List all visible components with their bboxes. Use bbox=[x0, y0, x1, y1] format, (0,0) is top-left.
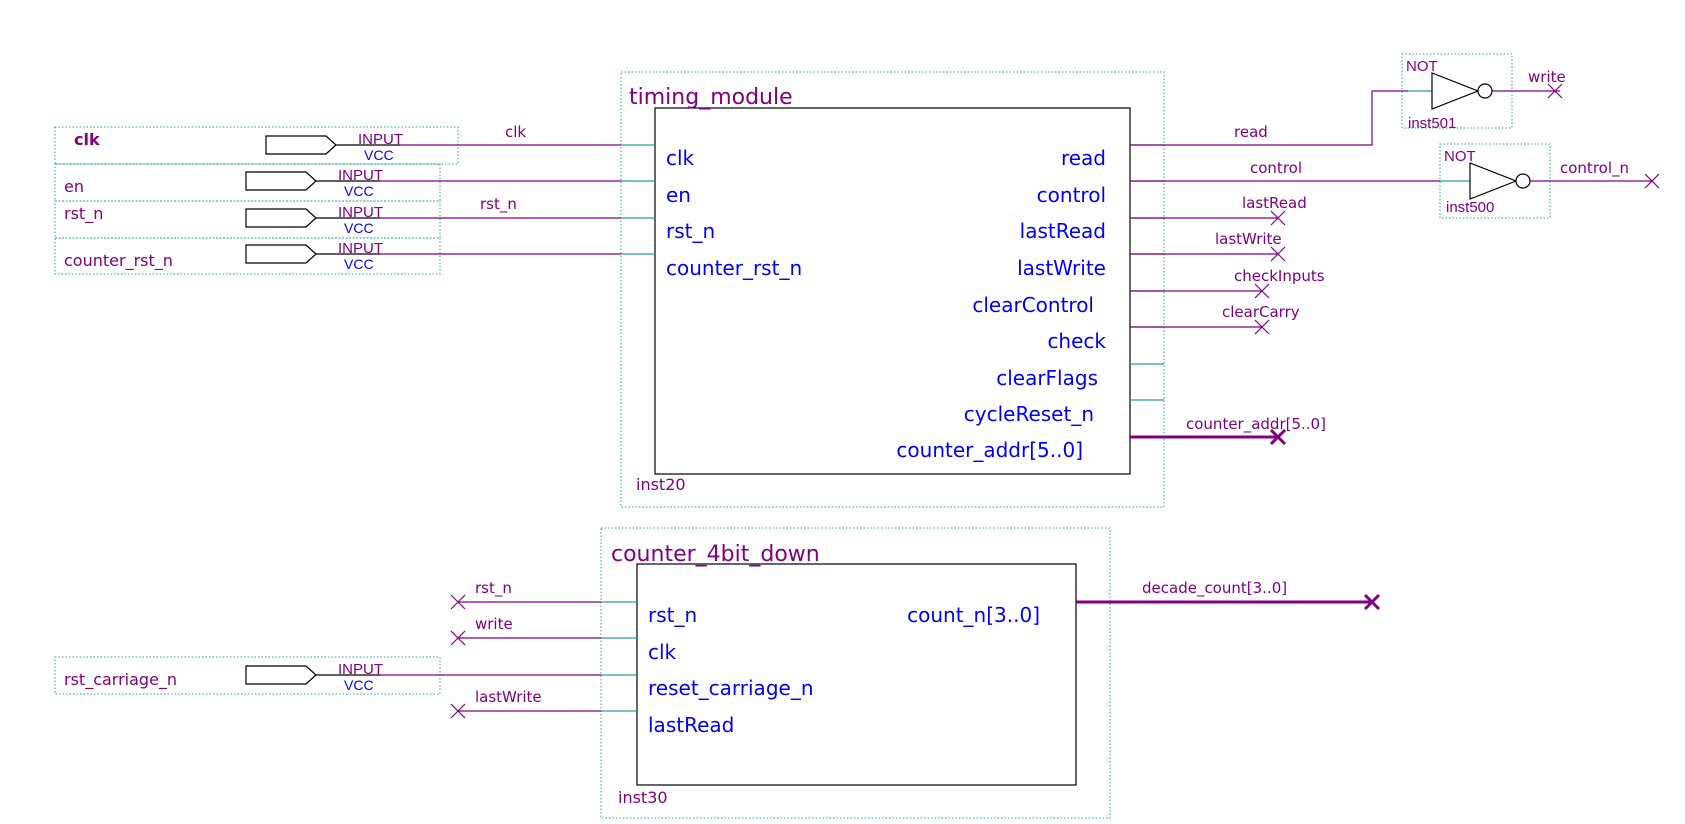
not-gate-inst500[interactable]: NOT inst500 bbox=[1439, 143, 1551, 219]
not-inst501-type: NOT bbox=[1406, 58, 1438, 75]
timing-module-instance-label: inst20 bbox=[636, 475, 686, 494]
pin-rst-carriage-n-default: VCC bbox=[344, 677, 374, 693]
timing-module-frame bbox=[620, 71, 1165, 508]
tm-port-en: en bbox=[666, 183, 691, 207]
timing-module-title: timing_module bbox=[629, 85, 793, 110]
input-pin-en[interactable]: en INPUT VCC bbox=[54, 163, 441, 202]
pin-rst-carriage-n-label: rst_carriage_n bbox=[64, 670, 177, 690]
tm-port-clk: clk bbox=[666, 146, 695, 170]
net-label-counter-rst-n: rst_n bbox=[475, 579, 512, 598]
pin-clk-symbol bbox=[265, 135, 337, 155]
unconnected-counter-addr-icon bbox=[1269, 428, 1287, 446]
counter-body bbox=[636, 563, 1077, 786]
pin-rst-carriage-n-type: INPUT bbox=[338, 661, 383, 678]
net-label-lastwrite: lastWrite bbox=[1215, 230, 1282, 248]
not-inst501-bubble bbox=[1477, 83, 1493, 99]
input-pin-counter-rst-n[interactable]: counter_rst_n INPUT VCC bbox=[54, 237, 441, 275]
pin-clk-label: clk bbox=[74, 130, 100, 149]
counter-instance-label: inst30 bbox=[618, 788, 668, 807]
pin-rst-n-default: VCC bbox=[344, 220, 374, 236]
pin-counter-rst-n-type: INPUT bbox=[338, 240, 383, 257]
unconnected-lastwrite-icon bbox=[1270, 246, 1286, 262]
unconnected-control-n-icon bbox=[1644, 173, 1660, 189]
counter-title: counter_4bit_down bbox=[611, 542, 820, 567]
not-inst500-type: NOT bbox=[1444, 148, 1476, 165]
net-label-counter-addr: counter_addr[5..0] bbox=[1186, 415, 1326, 434]
unconnected-checkinputs-icon bbox=[1254, 283, 1270, 299]
pin-en-type: INPUT bbox=[338, 167, 383, 184]
counter-port-rst-n: rst_n bbox=[648, 603, 697, 627]
net-label-read: read bbox=[1234, 123, 1268, 141]
unconnected-counter-lastwrite-icon bbox=[450, 703, 466, 719]
net-label-checkinputs: checkInputs bbox=[1234, 267, 1325, 285]
pin-clk-type: INPUT bbox=[358, 131, 403, 148]
net-label-clk: clk bbox=[505, 123, 526, 141]
counter-block[interactable]: counter_4bit_down inst30 rst_n clk reset… bbox=[600, 527, 1111, 819]
not-gate-inst501[interactable]: NOT inst501 bbox=[1401, 53, 1513, 132]
tm-port-clearflags: clearFlags bbox=[996, 366, 1098, 390]
tm-port-read: read bbox=[1061, 146, 1106, 170]
tm-port-control: control bbox=[1037, 183, 1106, 207]
pin-counter-rst-n-default: VCC bbox=[344, 256, 374, 272]
net-label-decade-count: decade_count[3..0] bbox=[1142, 579, 1287, 598]
net-label-counter-lastwrite: lastWrite bbox=[475, 688, 542, 706]
unconnected-decade-count-icon bbox=[1363, 593, 1381, 611]
pin-rst-n-symbol bbox=[245, 208, 317, 228]
pin-rst-n-frame bbox=[54, 200, 441, 239]
net-label-control-n: control_n bbox=[1560, 159, 1629, 178]
pin-rst-carriage-n-symbol bbox=[245, 665, 317, 685]
net-label-lastread: lastRead bbox=[1242, 194, 1307, 212]
not-inst501-triangle bbox=[1431, 72, 1480, 110]
unconnected-lastread-icon bbox=[1270, 210, 1286, 226]
not-inst501-instance: inst501 bbox=[1408, 115, 1456, 132]
pin-counter-rst-n-label: counter_rst_n bbox=[64, 251, 173, 271]
tm-port-counter-addr: counter_addr[5..0] bbox=[896, 438, 1083, 462]
tm-port-cyclereset-n: cycleReset_n bbox=[964, 402, 1094, 426]
net-label-clearcarry: clearCarry bbox=[1222, 303, 1300, 321]
not-inst500-bubble bbox=[1515, 173, 1531, 189]
pin-en-default: VCC bbox=[344, 183, 374, 199]
net-label-counter-write: write bbox=[475, 615, 513, 633]
tm-port-lastread: lastRead bbox=[1020, 219, 1106, 243]
tm-port-counter-rst-n: counter_rst_n bbox=[666, 256, 802, 280]
unconnected-clearcarry-icon bbox=[1254, 319, 1270, 335]
unconnected-write-icon bbox=[1547, 83, 1563, 99]
counter-port-reset-carriage-n: reset_carriage_n bbox=[648, 676, 814, 700]
net-label-write: write bbox=[1528, 68, 1566, 86]
pin-counter-rst-n-symbol bbox=[245, 244, 317, 264]
net-label-rst-n: rst_n bbox=[480, 195, 517, 214]
pin-en-symbol bbox=[245, 171, 317, 191]
input-pin-rst-n[interactable]: rst_n INPUT VCC bbox=[54, 200, 441, 239]
counter-frame bbox=[600, 527, 1111, 819]
unconnected-counter-rst-n-icon bbox=[450, 594, 466, 610]
pin-counter-rst-n-frame bbox=[54, 237, 441, 275]
pin-rst-n-label: rst_n bbox=[64, 204, 103, 224]
tm-port-rst-n: rst_n bbox=[666, 219, 715, 243]
counter-port-lastread: lastRead bbox=[648, 713, 734, 737]
tm-port-clearcontrol: clearControl bbox=[972, 293, 1094, 317]
not-inst500-instance: inst500 bbox=[1446, 199, 1494, 216]
pin-clk-default: VCC bbox=[364, 147, 394, 163]
pin-en-label: en bbox=[64, 177, 84, 196]
timing-module-block[interactable]: timing_module inst20 clk en rst_n counte… bbox=[620, 71, 1165, 508]
wire-read[interactable] bbox=[1130, 90, 1408, 146]
counter-port-count-n: count_n[3..0] bbox=[907, 603, 1040, 627]
unconnected-counter-write-icon bbox=[450, 630, 466, 646]
counter-port-clk: clk bbox=[648, 640, 677, 664]
input-pin-clk[interactable]: clk INPUT VCC bbox=[54, 126, 459, 165]
timing-module-body bbox=[654, 107, 1131, 475]
tm-port-lastwrite: lastWrite bbox=[1017, 256, 1106, 280]
net-label-control: control bbox=[1250, 159, 1302, 177]
pin-en-frame bbox=[54, 163, 441, 202]
pin-rst-n-type: INPUT bbox=[338, 204, 383, 221]
tm-port-check: check bbox=[1047, 329, 1106, 353]
not-inst500-triangle bbox=[1469, 162, 1518, 200]
